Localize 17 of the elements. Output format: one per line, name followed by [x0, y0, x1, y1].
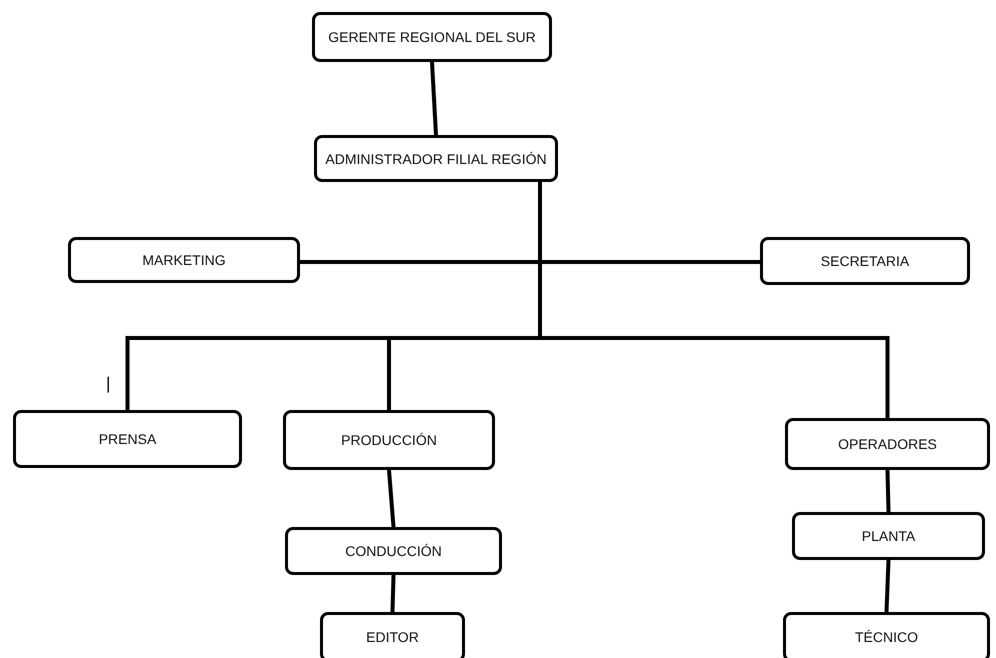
- org-box: PRODUCCIÓN: [283, 410, 495, 470]
- org-box: MARKETING: [68, 237, 300, 283]
- org-box: TÉCNICO: [783, 612, 990, 658]
- org-box: EDITOR: [320, 612, 465, 658]
- org-box: GERENTE REGIONAL DEL SUR: [312, 12, 552, 62]
- connector-line: [387, 470, 396, 528]
- org-box: OPERADORES: [785, 418, 990, 470]
- cursor-mark: |: [106, 374, 110, 394]
- org-box: CONDUCCIÓN: [285, 527, 502, 575]
- org-box: ADMINISTRADOR FILIAL REGIÓN: [314, 135, 558, 182]
- org-box: PRENSA: [13, 410, 242, 468]
- connector-line: [390, 574, 396, 612]
- connector-line: [430, 62, 438, 136]
- connector-line: [884, 560, 890, 612]
- org-box: SECRETARIA: [760, 237, 970, 285]
- org-box: PLANTA: [792, 512, 985, 560]
- connector-line: [886, 470, 890, 512]
